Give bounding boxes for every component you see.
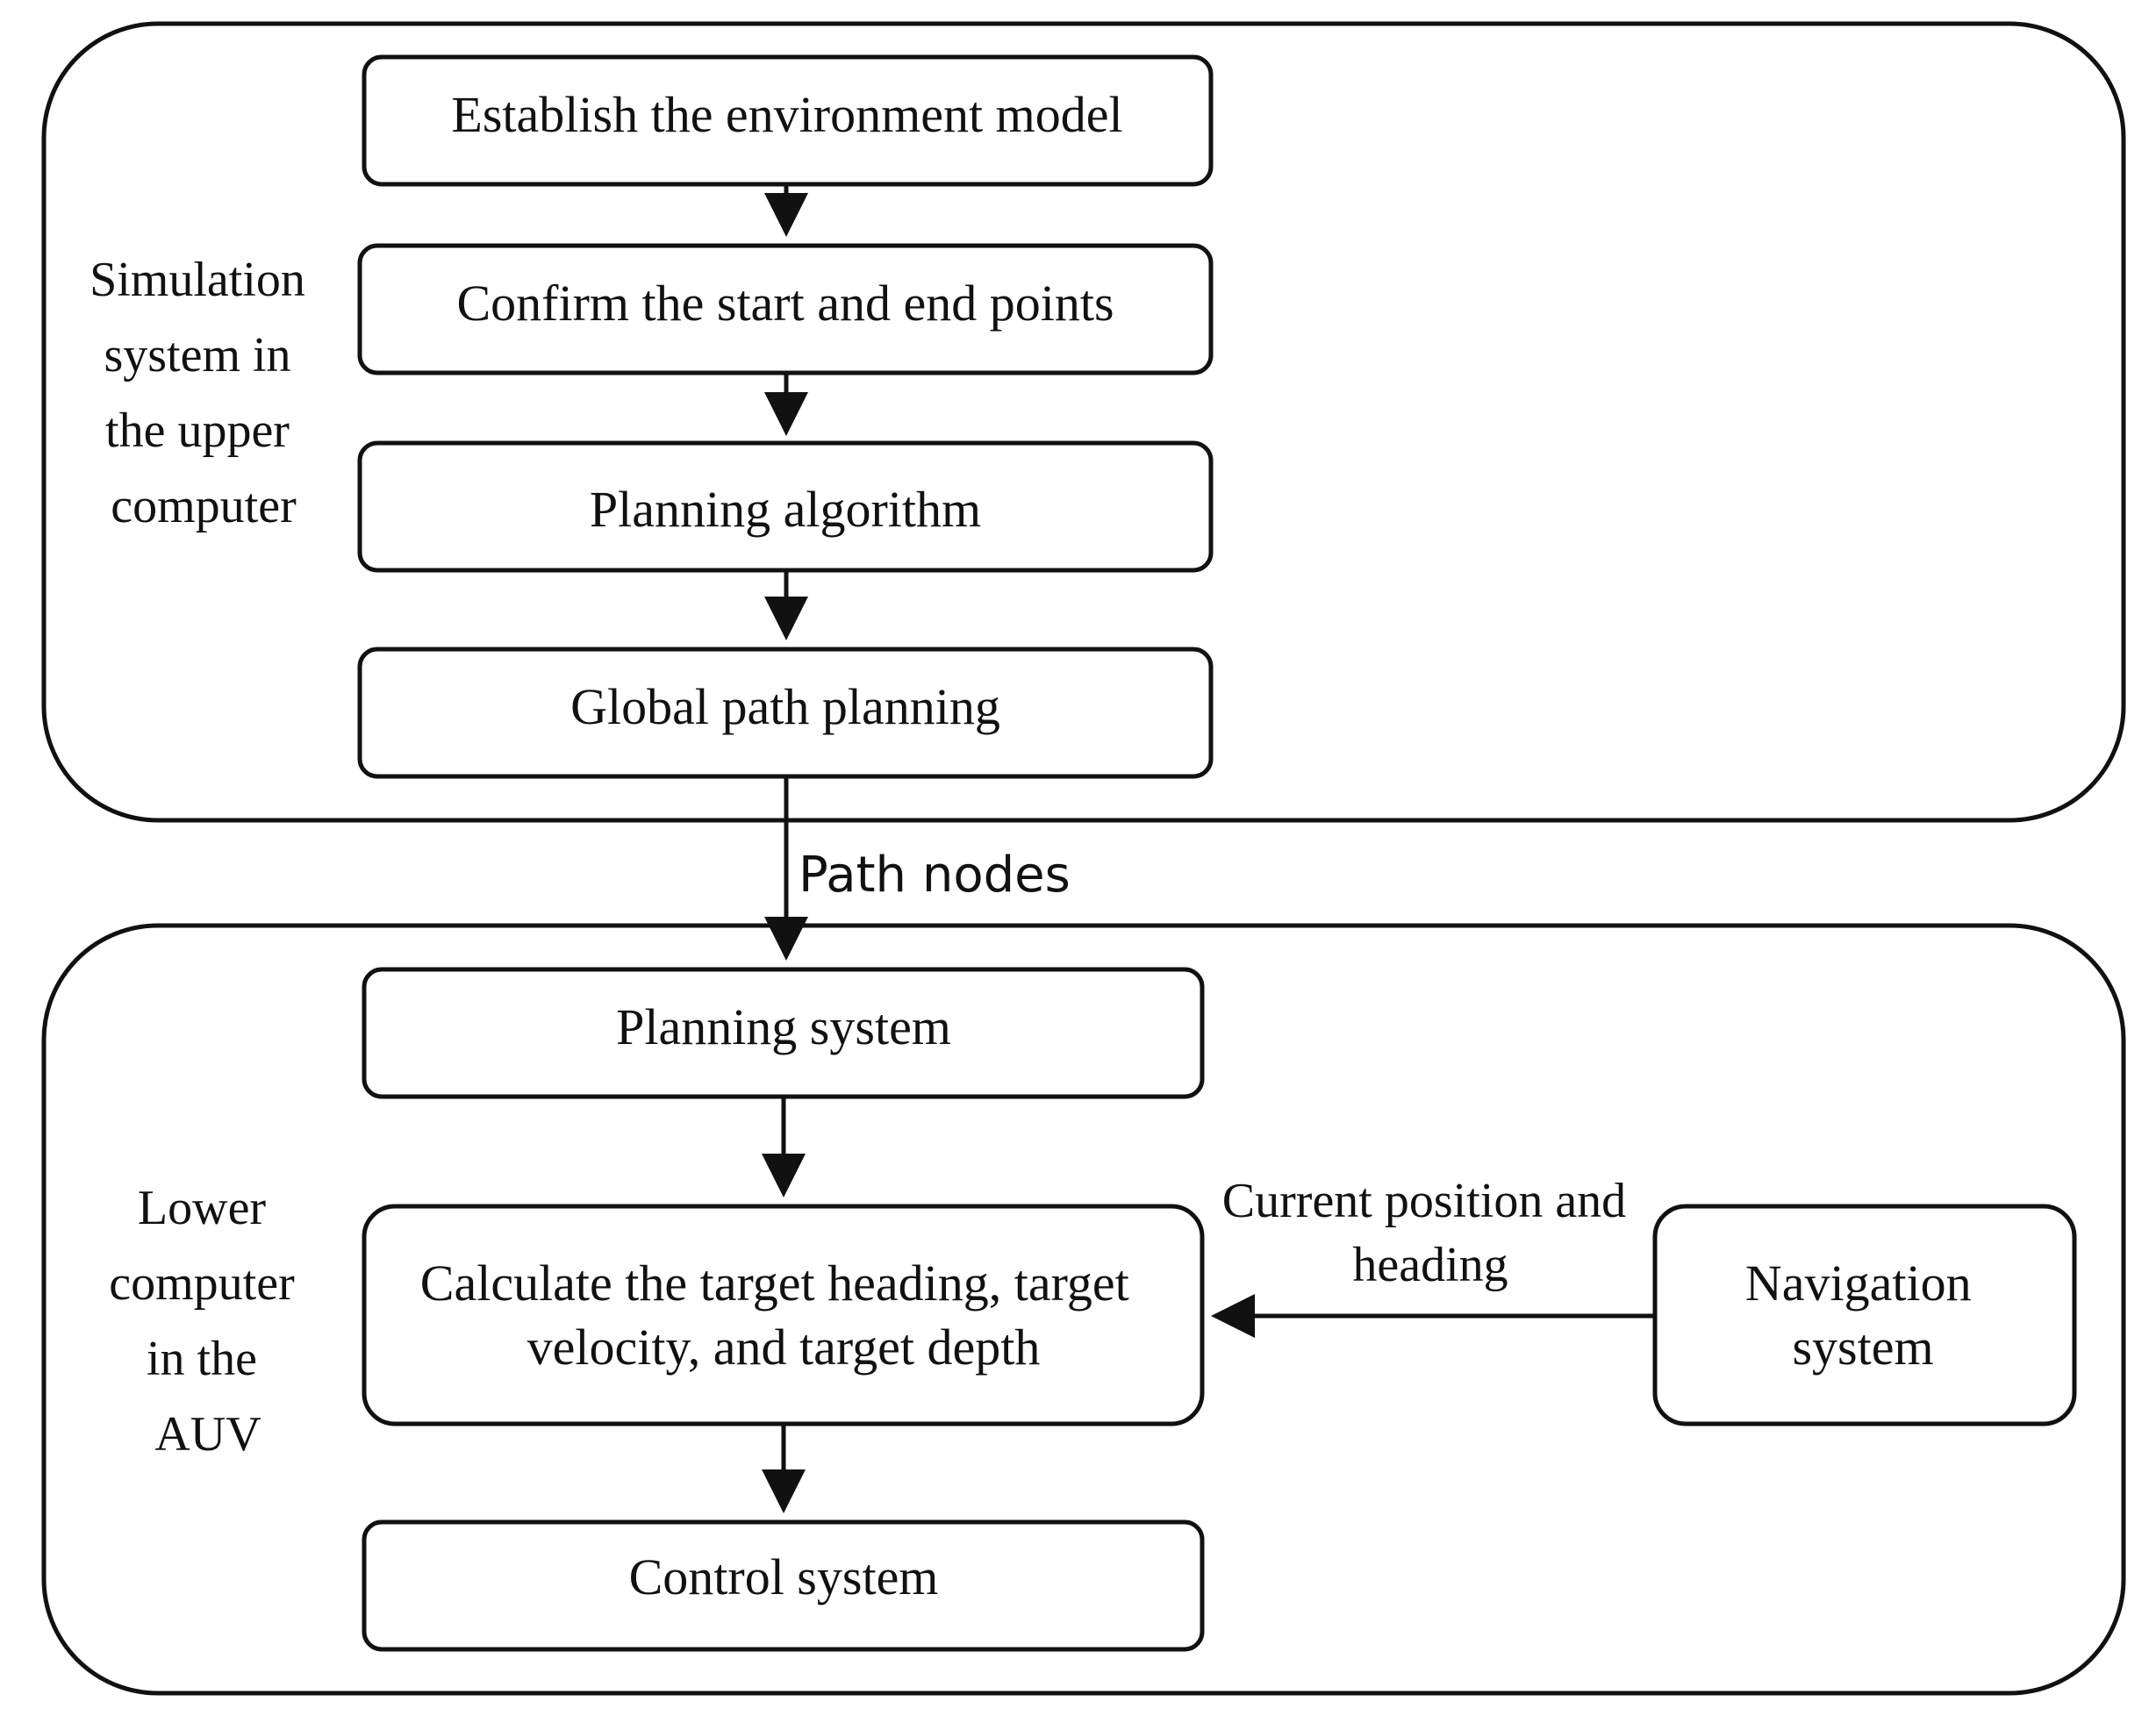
lower-computer-group: Lower computer in the AUV	[41, 923, 2126, 1696]
svg-text:Control system: Control system	[629, 1548, 939, 1605]
svg-text:Planning algorithm: Planning algorithm	[590, 481, 981, 538]
node-confirm-start-end-points: Confirm the start and end points	[357, 243, 1214, 375]
node-planning-system: Planning system	[362, 967, 1205, 1099]
svg-text:Global path planning: Global path planning	[570, 678, 1000, 735]
lower-group-label: Lower computer in the AUV	[109, 1181, 306, 1462]
upper-group-label: Simulation system in the upper computer	[90, 253, 318, 533]
node-establish-environment-model: Establish the environment model	[362, 54, 1214, 187]
node-planning-algorithm: Planning algorithm	[357, 440, 1214, 573]
node-control-system: Control system	[362, 1519, 1205, 1652]
svg-text:Navigation system: Navigation system	[1745, 1255, 1984, 1376]
svg-text:Confirm the start and end poin: Confirm the start and end points	[456, 275, 1114, 332]
node-navigation-system: Navigation system	[1652, 1204, 2077, 1426]
node-calculate-targets: Calculate the target heading, target vel…	[362, 1204, 1205, 1426]
svg-text:Establish the environment mode: Establish the environment model	[451, 86, 1122, 143]
node-global-path-planning: Global path planning	[357, 647, 1214, 779]
svg-text:Calculate the target heading,: Calculate the target heading, target vel…	[420, 1255, 1142, 1376]
position-heading-label: Current position and heading	[1222, 1174, 1638, 1292]
upper-computer-group: Simulation system in the upper computer	[41, 21, 2126, 823]
svg-text:Planning system: Planning system	[616, 998, 951, 1055]
path-nodes-label: Path nodes	[799, 847, 1071, 904]
